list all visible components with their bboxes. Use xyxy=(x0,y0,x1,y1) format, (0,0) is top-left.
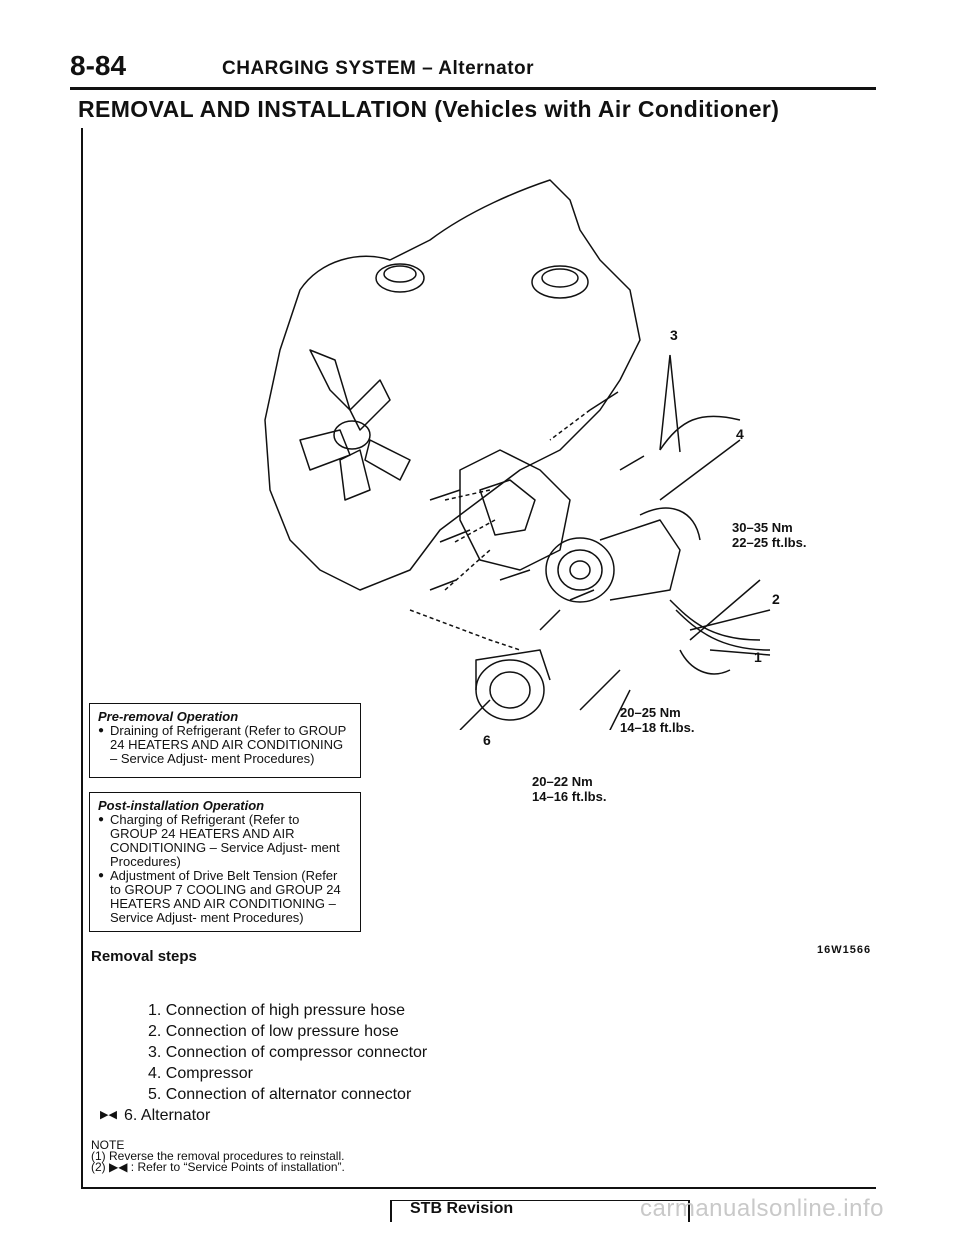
service-point-icon: ▶◀ xyxy=(100,1109,117,1121)
note-title: NOTE xyxy=(91,1138,125,1152)
step-text: 5. Connection of alternator connector xyxy=(148,1086,412,1103)
pre-removal-item-text: Draining of Refrigerant (Refer to GROUP … xyxy=(110,723,347,766)
pre-removal-title: Pre-removal Operation xyxy=(98,709,239,724)
torque-alternator-lower-nm: 20–22 Nm xyxy=(532,774,593,789)
bullet-icon: ● xyxy=(98,870,105,881)
post-installation-box: Post-installation Operation ● Charging o… xyxy=(89,792,361,932)
removal-steps-list: 1. Connection of high pressure hose 2. C… xyxy=(100,1000,427,1126)
page-heading: REMOVAL AND INSTALLATION (Vehicles with … xyxy=(78,96,780,122)
bullet-icon: ● xyxy=(98,725,105,736)
left-margin-rule xyxy=(81,128,83,1188)
post-installation-item-text: Charging of Refrigerant (Refer to GROUP … xyxy=(110,812,340,869)
alternator-compressor-diagram xyxy=(264,179,771,730)
pre-removal-item: ● Draining of Refrigerant (Refer to GROU… xyxy=(98,724,350,766)
callout-4: 4 xyxy=(736,426,744,442)
figure-code: 16W1566 xyxy=(817,944,872,956)
watermark: carmanualsonline.info xyxy=(640,1195,884,1222)
footer-label: STB Revision xyxy=(410,1200,514,1217)
removal-steps-label: Removal steps xyxy=(91,948,197,965)
list-item: ▶◀ 6. Alternator xyxy=(100,1105,427,1126)
page-number: 8-84 xyxy=(70,50,127,81)
post-installation-item: ● Charging of Refrigerant (Refer to GROU… xyxy=(98,813,350,869)
callout-1: 1 xyxy=(754,649,762,665)
section-title: CHARGING SYSTEM – Alternator xyxy=(222,58,535,79)
post-installation-item-text: Adjustment of Drive Belt Tension (Refer … xyxy=(110,868,341,925)
list-item: 3. Connection of compressor connector xyxy=(124,1042,427,1063)
note-line: (1) Reverse the removal procedures to re… xyxy=(91,1149,345,1163)
note-line: (2) ▶◀ : Refer to “Service Points of ins… xyxy=(91,1160,345,1174)
step-text: 2. Connection of low pressure hose xyxy=(148,1023,399,1040)
list-item: 1. Connection of high pressure hose xyxy=(124,1000,427,1021)
header-rule xyxy=(70,87,876,90)
step-text: 3. Connection of compressor connector xyxy=(148,1044,428,1061)
torque-compressor-ftlbs: 22–25 ft.lbs. xyxy=(732,535,807,550)
torque-compressor-nm: 30–35 Nm xyxy=(732,520,793,535)
callout-6: 6 xyxy=(483,732,491,748)
callout-2: 2 xyxy=(772,591,780,607)
step-text: 1. Connection of high pressure hose xyxy=(148,1002,406,1019)
step-text: 6. Alternator xyxy=(124,1107,211,1124)
note-block: NOTE (1) Reverse the removal procedures … xyxy=(91,1138,345,1174)
footer-box xyxy=(390,1200,690,1222)
pre-removal-box: Pre-removal Operation ● Draining of Refr… xyxy=(89,703,361,778)
torque-alternator-upper-nm: 20–25 Nm xyxy=(620,705,681,720)
list-item: 5. Connection of alternator connector xyxy=(124,1084,427,1105)
bullet-icon: ● xyxy=(98,814,105,825)
bottom-rule xyxy=(81,1187,876,1189)
torque-alternator-lower-ftlbs: 14–16 ft.lbs. xyxy=(532,789,607,804)
post-installation-item: ● Adjustment of Drive Belt Tension (Refe… xyxy=(98,869,350,925)
callout-3: 3 xyxy=(670,327,678,343)
torque-alternator-upper-ftlbs: 14–18 ft.lbs. xyxy=(620,720,695,735)
step-text: 4. Compressor xyxy=(148,1065,253,1082)
list-item: 2. Connection of low pressure hose xyxy=(124,1021,427,1042)
post-installation-title: Post-installation Operation xyxy=(98,798,265,813)
list-item: 4. Compressor xyxy=(124,1063,427,1084)
